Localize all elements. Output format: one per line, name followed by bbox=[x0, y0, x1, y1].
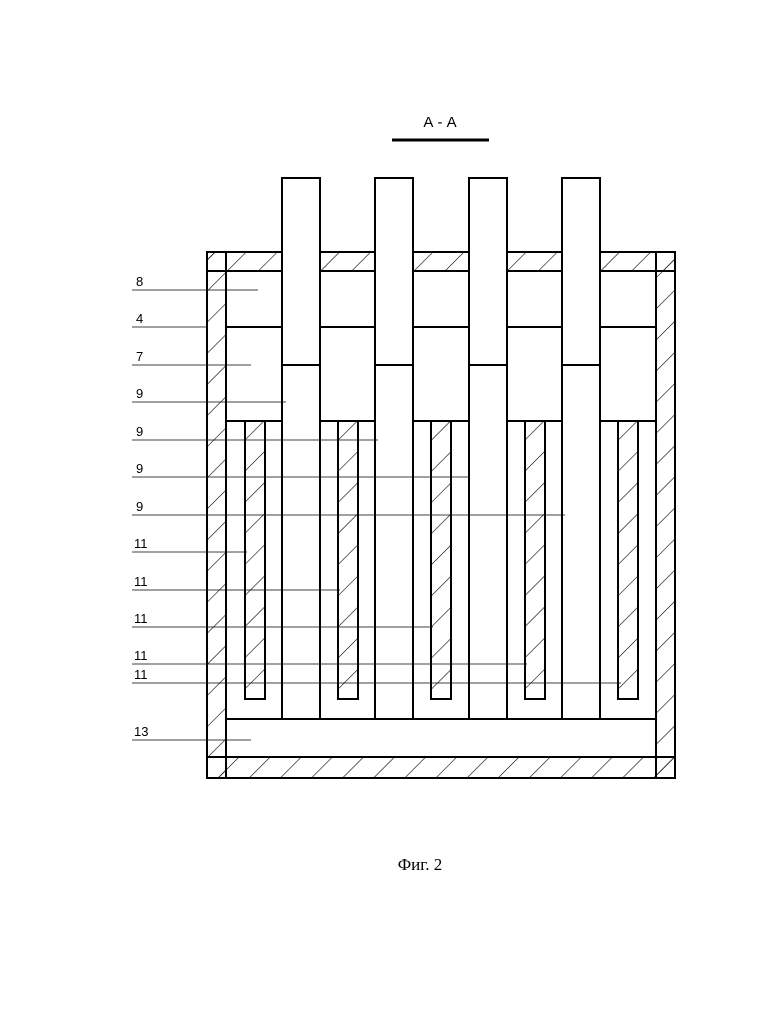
label-13: 13 bbox=[134, 724, 148, 739]
electrode-9 bbox=[469, 178, 507, 719]
label-numbers: 8 4 7 9 9 9 9 11 11 11 11 11 13 bbox=[134, 274, 148, 739]
label-9: 9 bbox=[136, 386, 143, 401]
section-label: А - А bbox=[423, 114, 456, 131]
label-7: 7 bbox=[136, 349, 143, 364]
tube-11 bbox=[245, 421, 265, 699]
housing-top-wall bbox=[207, 252, 675, 271]
label-11: 11 bbox=[134, 667, 148, 682]
label-11: 11 bbox=[134, 648, 148, 663]
label-9: 9 bbox=[136, 499, 143, 514]
electrode-9 bbox=[375, 178, 413, 719]
tube-11 bbox=[431, 421, 451, 699]
electrode-9 bbox=[282, 178, 320, 719]
electrode-9 bbox=[562, 178, 600, 719]
label-9: 9 bbox=[136, 461, 143, 476]
housing-bottom-wall bbox=[207, 757, 675, 778]
tube-11 bbox=[338, 421, 358, 699]
label-11: 11 bbox=[134, 574, 148, 589]
label-8: 8 bbox=[136, 274, 143, 289]
label-9: 9 bbox=[136, 424, 143, 439]
label-11: 11 bbox=[134, 536, 148, 551]
label-11: 11 bbox=[134, 611, 148, 626]
bottom-plate-13 bbox=[226, 719, 656, 757]
figure-caption: Фиг. 2 bbox=[398, 855, 443, 874]
housing-right-wall bbox=[656, 252, 675, 778]
label-4: 4 bbox=[136, 311, 143, 326]
tube-11 bbox=[525, 421, 545, 699]
tube-11 bbox=[618, 421, 638, 699]
